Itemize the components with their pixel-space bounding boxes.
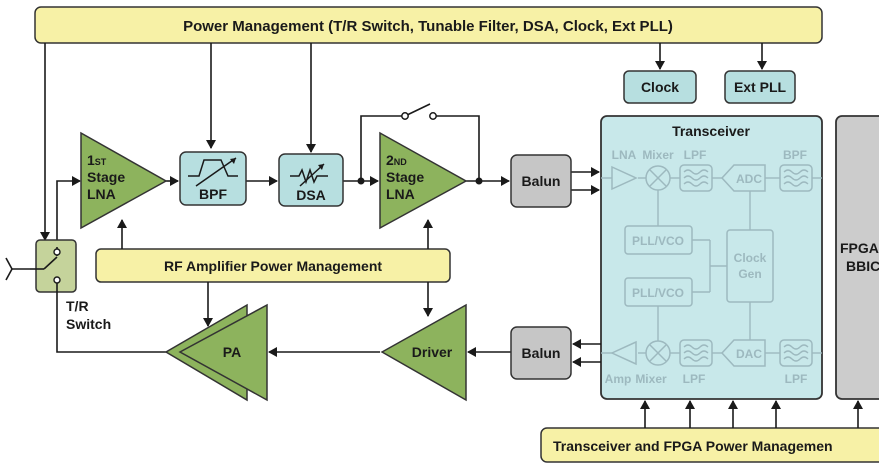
transceiver-clock-gen-label-1: Clock bbox=[734, 251, 767, 265]
transceiver-rx-lpf-label: LPF bbox=[684, 148, 707, 162]
tr-switch-box bbox=[35, 239, 77, 293]
ext-pll-box bbox=[724, 70, 796, 104]
dsa-box bbox=[278, 153, 344, 207]
tr-switch-label-2: Switch bbox=[66, 316, 111, 332]
transceiver-tx-lpf1-label: LPF bbox=[683, 372, 706, 386]
transceiver-tx-mixer-icon bbox=[645, 340, 671, 366]
bypass-switch-node-left bbox=[401, 112, 409, 120]
dsa-label: DSA bbox=[296, 187, 326, 203]
lna1-label-2: Stage bbox=[87, 169, 125, 185]
transceiver-rx-lna-icon bbox=[611, 165, 638, 191]
rf-amp-power-label: RF Amplifier Power Management bbox=[164, 258, 382, 274]
transceiver-tx-lpf1-icon bbox=[679, 339, 713, 367]
bpf-box bbox=[179, 151, 247, 206]
clock-box bbox=[623, 70, 697, 104]
transceiver-rx-mixer-icon bbox=[645, 165, 671, 191]
lna1-label-3: LNA bbox=[87, 186, 116, 202]
balun-tx-label: Balun bbox=[522, 345, 561, 361]
transceiver-rx-bpf-icon bbox=[779, 164, 813, 192]
fpga-box bbox=[835, 115, 879, 400]
power-management-top-box bbox=[34, 6, 823, 44]
ext-pll-label: Ext PLL bbox=[734, 79, 787, 95]
bypass-switch-node-right bbox=[429, 112, 437, 120]
transceiver-adc-label: ADC bbox=[736, 172, 762, 186]
lna1-label-1: 1ST bbox=[87, 152, 107, 168]
transceiver-dac-box bbox=[720, 339, 766, 367]
balun-rx-label: Balun bbox=[522, 173, 561, 189]
transceiver-clock-gen-label-2: Gen bbox=[738, 267, 761, 281]
transceiver-title: Transceiver bbox=[672, 123, 750, 139]
driver-label: Driver bbox=[412, 344, 453, 360]
transceiver-tx-mixer-label: Mixer bbox=[635, 372, 667, 386]
balun-rx-box bbox=[510, 154, 572, 208]
tunable-filter-icon bbox=[188, 157, 238, 187]
rf-amp-power-box bbox=[95, 248, 451, 283]
lna2-amplifier bbox=[379, 131, 468, 230]
clock-label: Clock bbox=[641, 79, 679, 95]
driver-amplifier bbox=[380, 303, 467, 402]
attenuator-icon bbox=[290, 163, 328, 187]
tr-switch-label-1: T/R bbox=[66, 298, 89, 314]
transceiver-rx-lna-label: LNA bbox=[612, 148, 637, 162]
transceiver-tx-amp-label: Amp bbox=[605, 372, 632, 386]
balun-tx-box bbox=[510, 326, 572, 380]
transceiver-rx-lpf-icon bbox=[679, 164, 713, 192]
transceiver-dac-label: DAC bbox=[736, 347, 762, 361]
power-management-bottom-box bbox=[540, 427, 879, 463]
fpga-label-2: BBIC bbox=[846, 258, 879, 274]
transceiver-pll-vco-2-box bbox=[624, 277, 693, 307]
pa-label: PA bbox=[223, 344, 241, 360]
transceiver-tx-lpf2-label: LPF bbox=[785, 372, 808, 386]
antenna-icon bbox=[5, 257, 30, 281]
transceiver-pll-vco-2-label: PLL/VCO bbox=[632, 286, 684, 300]
transceiver-pll-vco-1-label: PLL/VCO bbox=[632, 234, 684, 248]
transceiver-tx-amp-icon bbox=[610, 340, 637, 366]
pa-amplifier bbox=[178, 303, 268, 402]
lna2-label-2: Stage bbox=[386, 169, 424, 185]
transceiver-pll-vco-1-box bbox=[624, 225, 693, 255]
lna2-label-1: 2ND bbox=[386, 152, 407, 168]
transceiver-adc-box bbox=[720, 164, 766, 192]
transceiver-clock-gen-box bbox=[726, 229, 774, 303]
transceiver-rx-bpf-label: BPF bbox=[783, 148, 807, 162]
lna2-label-3: LNA bbox=[386, 186, 415, 202]
fpga-label-1: FPGA bbox=[840, 240, 879, 256]
bpf-label: BPF bbox=[199, 186, 227, 202]
transceiver-rx-mixer-label: Mixer bbox=[642, 148, 674, 162]
transceiver-tx-lpf2-icon bbox=[779, 339, 813, 367]
lna1-amplifier bbox=[80, 131, 168, 230]
power-management-bottom-label: Transceiver and FPGA Power Managemen bbox=[553, 438, 833, 454]
power-management-top-label: Power Management (T/R Switch, Tunable Fi… bbox=[183, 18, 673, 35]
